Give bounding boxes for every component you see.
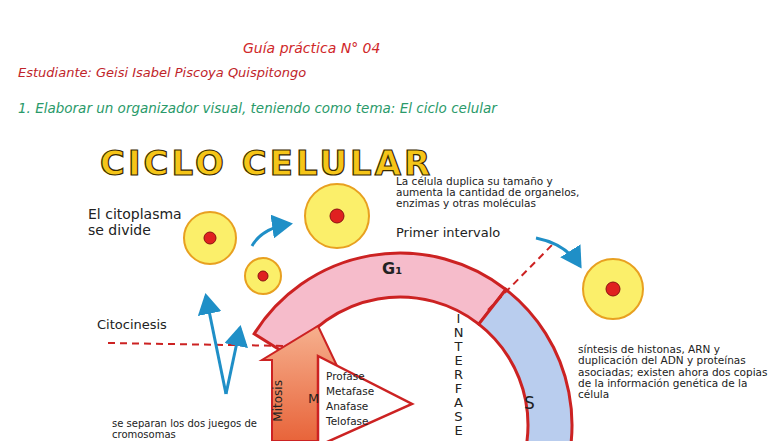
phase-note: La célula duplica su tamaño y aumenta la…	[396, 176, 594, 209]
node-text: Mitosis	[272, 380, 286, 422]
phase-note: síntesis de histonas, ARN y duplicación …	[578, 344, 780, 401]
phase-name: INTERFASE	[452, 312, 465, 438]
phase-name: Citocinesis	[97, 318, 167, 333]
dashed-line	[108, 343, 290, 346]
ring-band	[479, 289, 572, 441]
phase-note: se separan los dos juegos de cromosomas	[112, 419, 262, 440]
node-text: S	[524, 394, 535, 414]
mitosis-band: M Mitosis	[274, 366, 326, 438]
phase-name: Primer intervalo	[396, 226, 500, 241]
guide-heading: Guía práctica N° 04	[243, 40, 380, 56]
cycle-ring	[254, 253, 572, 441]
node-text: Telofase	[326, 415, 369, 427]
node-text: Profase	[326, 370, 365, 382]
node-text: M	[308, 392, 319, 407]
node-text: Metafase	[326, 385, 374, 397]
phase-triangle	[318, 356, 412, 441]
blue-arrows	[206, 224, 580, 394]
node-text: Anafase	[326, 400, 368, 412]
g1-band: G₁	[370, 258, 420, 282]
diagram-title: CICLO CELULAR	[100, 144, 433, 183]
s-band: S	[518, 392, 546, 418]
instruction: 1. Elaborar un organizador visual, tenie…	[18, 101, 497, 117]
dashed-line	[488, 245, 552, 310]
cell-note: El citoplasma se divide	[88, 206, 200, 238]
node-text: G₁	[382, 260, 402, 278]
student-name: Estudiante: Geisi Isabel Piscoya Quispit…	[18, 66, 306, 81]
phase-triangle: ProfaseMetafaseAnafaseTelofase	[322, 370, 378, 434]
